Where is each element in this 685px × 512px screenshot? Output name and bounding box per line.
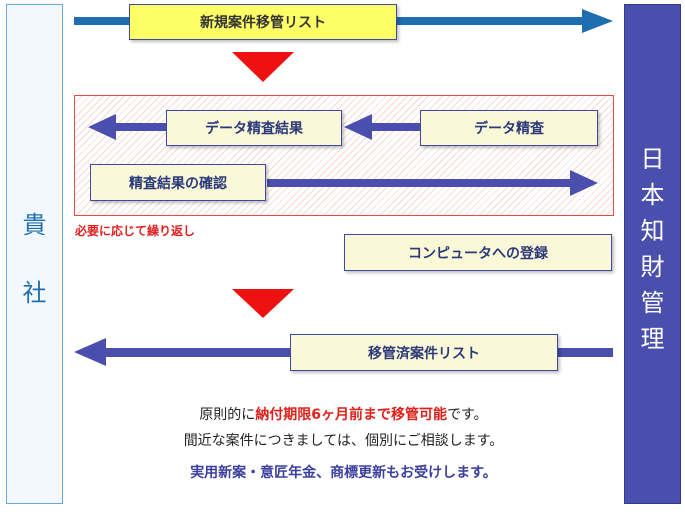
- company-label-char-6: 理: [640, 325, 665, 353]
- confirm-result-box: 精査結果の確認: [90, 164, 266, 201]
- footer-line-1-post: です。: [447, 407, 488, 423]
- footer-line-2: 間近な案件につきましては、個別にご相談します。: [183, 433, 504, 449]
- new-transfer-list-box: 新規案件移管リスト: [129, 4, 397, 40]
- company-label-char-5: 管: [640, 289, 665, 317]
- data-check-result-box: データ精査結果: [166, 110, 342, 146]
- arrow-data-check: [344, 114, 420, 140]
- footer-line-1-pre: 原則的に: [199, 407, 256, 423]
- arrow-confirm-result: [267, 170, 598, 196]
- arrow-data-check-result: [88, 114, 166, 140]
- down-triangle-2: [232, 289, 294, 318]
- footer-line-1: 原則的に納付期限6ヶ月前まで移管可能です。: [63, 404, 624, 424]
- client-label-char-2: 社: [22, 279, 47, 307]
- transferred-list-box: 移管済案件リスト: [290, 334, 558, 371]
- data-check-box: データ精査: [420, 110, 598, 146]
- footer-line-1-emphasis: 納付期限6ヶ月前まで移管可能: [255, 407, 448, 423]
- client-label-char-1: 貴: [22, 211, 47, 239]
- register-box: コンピュータへの登録: [344, 234, 612, 271]
- company-label-char-1: 日: [640, 145, 665, 173]
- client-pillar: 貴 社: [6, 4, 63, 504]
- footer-line-3: 実用新案・意匠年金、商標更新もお受けします。: [190, 465, 497, 481]
- repeat-note: 必要に応じて繰り返し: [75, 224, 196, 238]
- company-label-char-4: 財: [640, 253, 665, 281]
- company-label-char-3: 知: [640, 217, 665, 245]
- company-pillar: 日本知財管理: [624, 4, 681, 504]
- down-triangle-1: [232, 52, 294, 82]
- company-label-char-2: 本: [640, 181, 665, 209]
